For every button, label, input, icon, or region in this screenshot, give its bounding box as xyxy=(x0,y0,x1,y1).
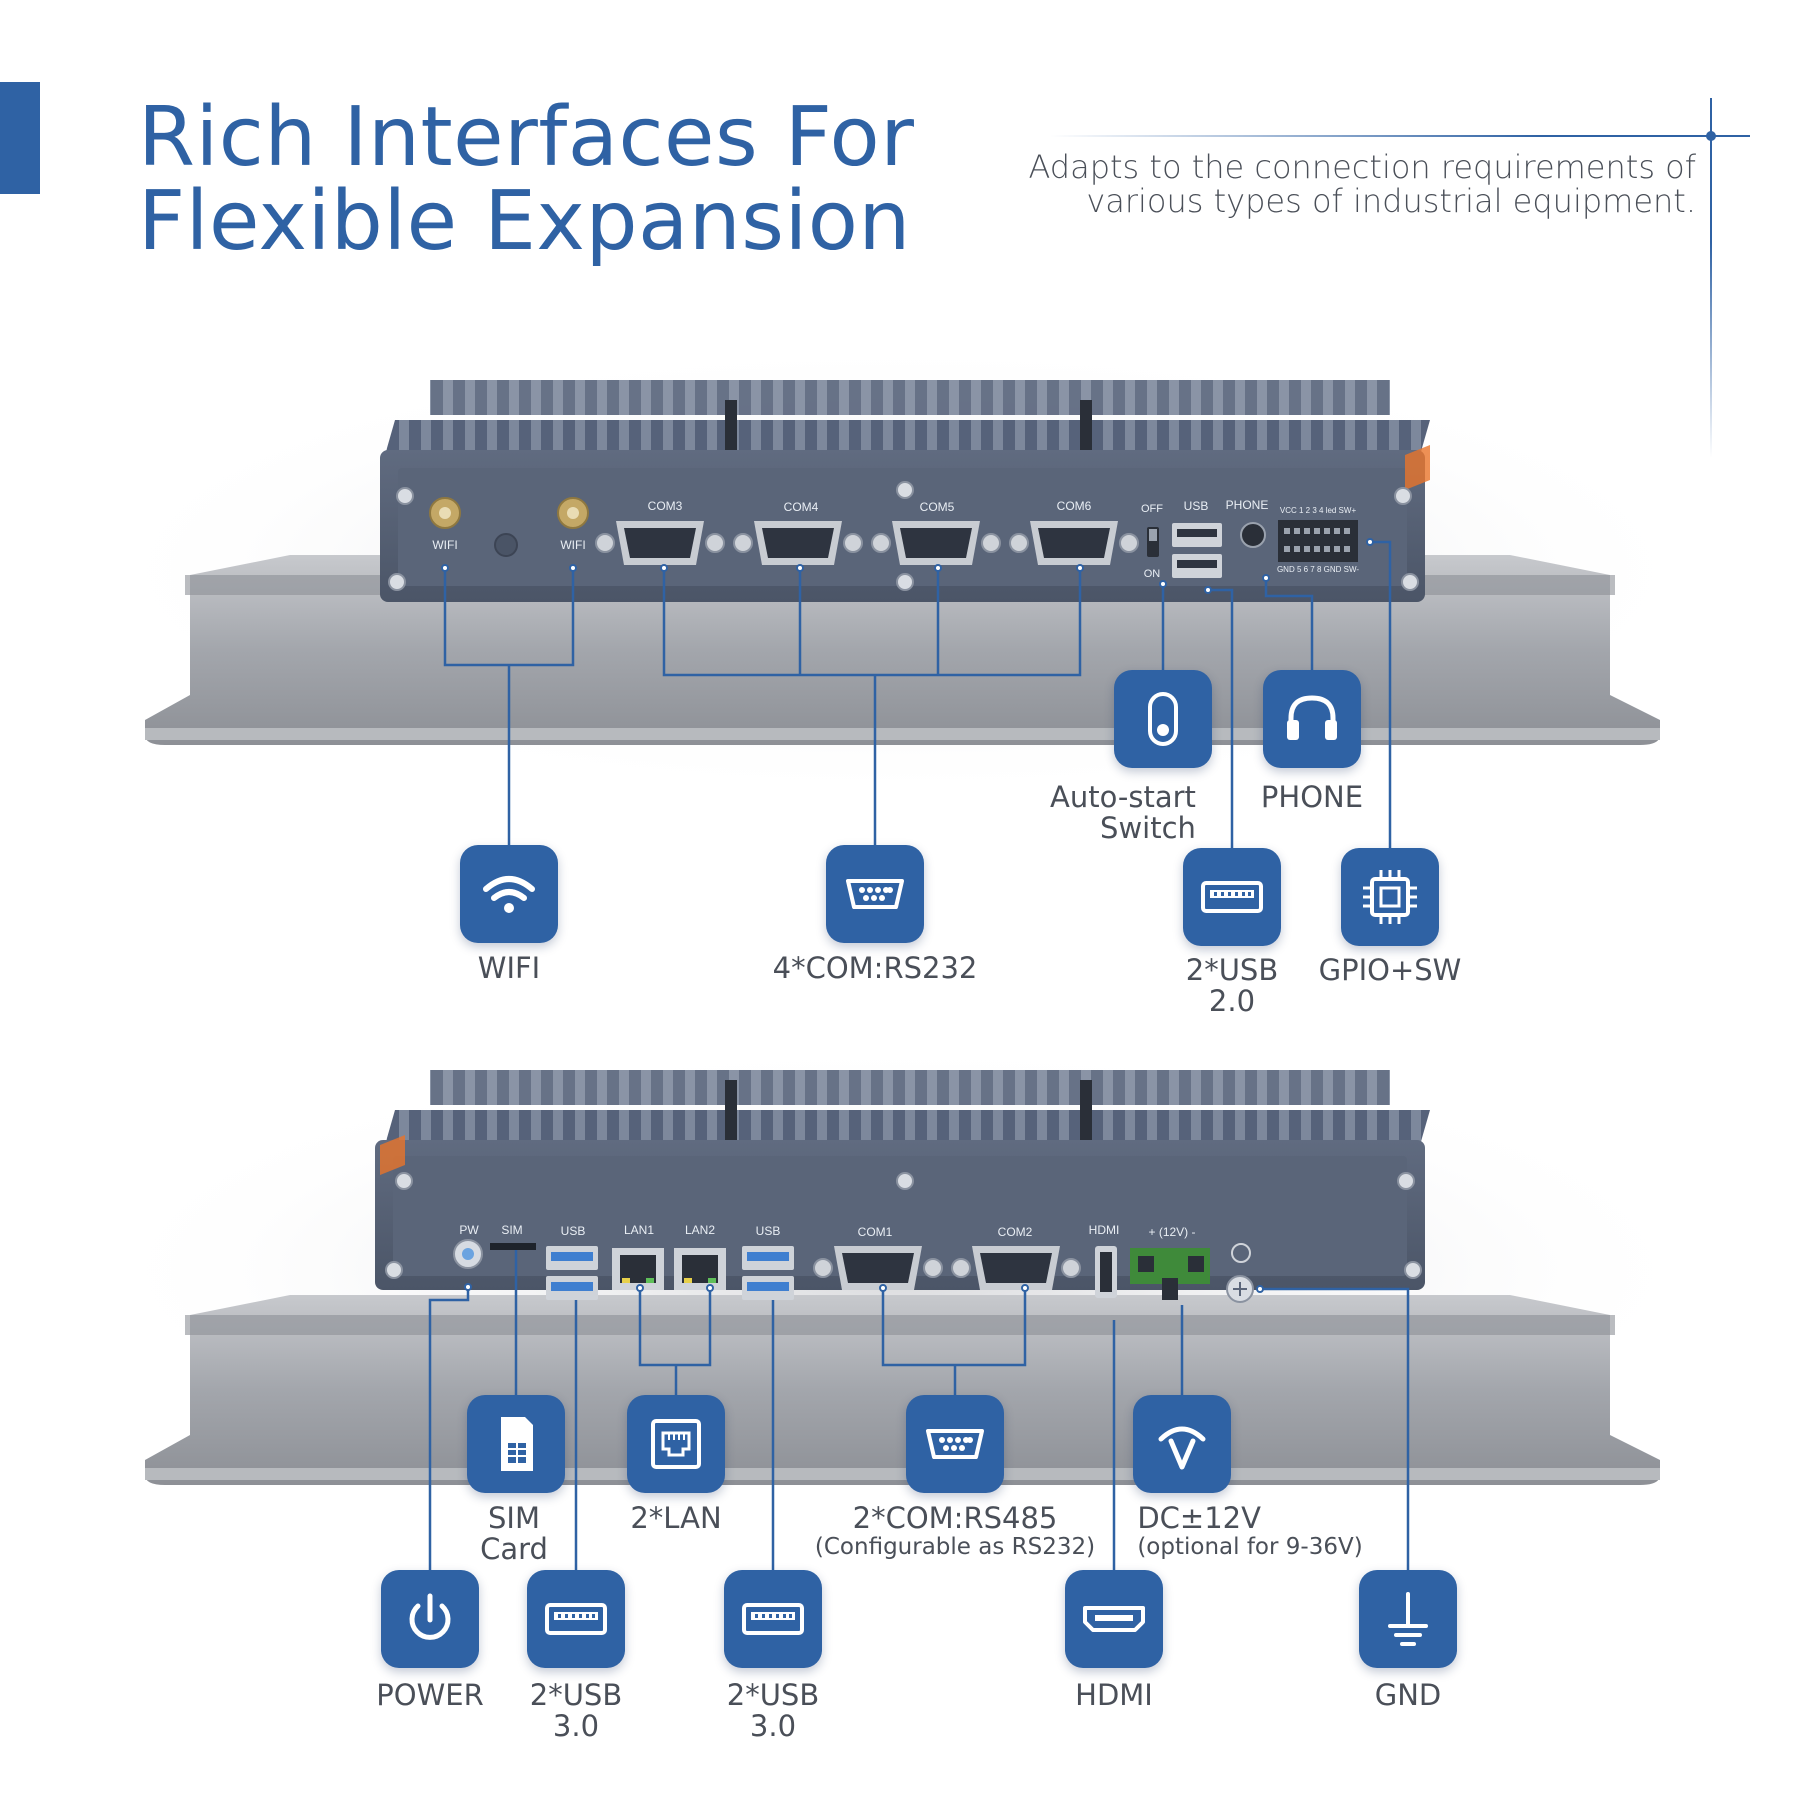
dc-label-line-1: DC±12V xyxy=(1137,1501,1261,1535)
autostart-label-line-1: Auto-start xyxy=(1050,780,1196,814)
sim-label-line-1: SIM xyxy=(488,1501,540,1535)
usb3b-label-line-1: 2*USB xyxy=(726,1678,820,1712)
phone-callout-label: PHONE xyxy=(1260,780,1364,814)
off-label: OFF xyxy=(1141,503,1163,515)
phone-port-label: PHONE xyxy=(1226,498,1269,512)
bottom-device-illustration: PW SIM USB LAN1 LAN2 USB COM1 xyxy=(80,1050,1720,1500)
ethernet-port-icon xyxy=(651,1419,701,1469)
hdmi-callout-label: HDMI xyxy=(1075,1678,1153,1712)
usb3a-tile xyxy=(527,1570,625,1668)
lan-callout-label: 2*LAN xyxy=(630,1501,722,1535)
dc-power-icon xyxy=(1158,1426,1206,1470)
accent-bar xyxy=(0,82,40,194)
usb-top-port-label: USB xyxy=(1184,499,1209,513)
com2-port-label: COM2 xyxy=(998,1225,1033,1239)
page-subtitle: Adapts to the connection requirements of… xyxy=(1028,150,1696,218)
wifi-icon xyxy=(483,876,535,913)
serial-port-icon xyxy=(846,879,904,909)
com-rs485-label-line-1: 2*COM:RS485 xyxy=(852,1501,1058,1535)
com-rs485-callout-label: 2*COM:RS485 (Configurable as RS232) xyxy=(815,1503,1095,1561)
com1-port-label: COM1 xyxy=(858,1225,893,1239)
power-tile xyxy=(381,1570,479,1668)
sim-port-label: SIM xyxy=(501,1223,522,1237)
usb-port-icon xyxy=(1201,881,1263,913)
usb-port-icon xyxy=(742,1603,804,1635)
com4-port-label: COM4 xyxy=(784,500,819,514)
toggle-switch-icon xyxy=(1148,692,1178,746)
usb3a-label-line-1: 2*USB xyxy=(529,1678,623,1712)
usb2-tile xyxy=(1183,848,1281,946)
hdmi-port-label: HDMI xyxy=(1089,1223,1120,1237)
wifi2-port-label: WIFI xyxy=(560,538,585,552)
gpio-bottom-pin-label: GND 5 6 7 8 GND SW- xyxy=(1277,565,1359,574)
hdmi-tile xyxy=(1065,1570,1163,1668)
com-rs232-callout-label: 4*COM:RS232 xyxy=(772,951,978,985)
bottom-device-panel: PW SIM USB LAN1 LAN2 USB COM1 xyxy=(0,1050,1800,1510)
com-rs485-label-line-2: (Configurable as RS232) xyxy=(814,1534,1096,1560)
gnd-callout-label: GND xyxy=(1374,1678,1442,1712)
usb-b-port-label: USB xyxy=(756,1224,781,1238)
gnd-tile xyxy=(1359,1570,1457,1668)
usb-a-port-label: USB xyxy=(561,1224,586,1238)
chip-icon xyxy=(1363,870,1417,924)
serial-port-icon xyxy=(926,1429,984,1459)
gpio-tile xyxy=(1341,848,1439,946)
decorative-vertical-line xyxy=(1710,98,1712,458)
subtitle-line-1: Adapts to the connection requirements of xyxy=(1028,148,1696,186)
dc-label-line-2: (optional for 9-36V) xyxy=(1137,1534,1363,1560)
com-rs232-tile xyxy=(826,845,924,943)
com6-port-label: COM6 xyxy=(1057,499,1092,513)
hdmi-port-icon xyxy=(1083,1606,1145,1632)
com-rs485-tile xyxy=(906,1395,1004,1493)
gpio-top-pin-label: VCC 1 2 3 4 led SW+ xyxy=(1280,506,1357,515)
wifi1-port-label: WIFI xyxy=(432,538,457,552)
page-title: Rich Interfaces For Flexible Expansion xyxy=(138,96,914,264)
autostart-tile xyxy=(1114,670,1212,768)
on-label: ON xyxy=(1144,568,1161,580)
usb3b-tile xyxy=(724,1570,822,1668)
usb3b-label-line-2: 3.0 xyxy=(749,1709,797,1743)
subtitle-line-2: various types of industrial equipment. xyxy=(1086,182,1696,220)
autostart-callout-label: Auto-start Switch xyxy=(1040,782,1196,844)
decorative-crosshair-dot xyxy=(1706,131,1716,141)
wifi-tile xyxy=(460,845,558,943)
lan1-port-label: LAN1 xyxy=(624,1223,654,1237)
sim-callout-label: SIM Card xyxy=(480,1503,548,1565)
sim-tile xyxy=(467,1395,565,1493)
usb2-callout-label: 2*USB 2.0 xyxy=(1186,955,1278,1017)
gpio-callout-label: GPIO+SW xyxy=(1318,953,1462,987)
title-line-1: Rich Interfaces For xyxy=(138,90,915,185)
usb-port-icon xyxy=(545,1603,607,1635)
autostart-label-line-2: Switch xyxy=(1100,811,1196,845)
top-device-panel: WIFI WIFI xyxy=(0,330,1800,790)
sim-card-icon xyxy=(501,1417,533,1471)
phone-tile xyxy=(1263,670,1361,768)
sim-label-line-2: Card xyxy=(480,1532,548,1566)
usb3b-callout-label: 2*USB 3.0 xyxy=(727,1680,819,1742)
com3-port-label: COM3 xyxy=(648,499,683,513)
title-line-2: Flexible Expansion xyxy=(138,174,911,269)
ground-icon xyxy=(1388,1592,1428,1646)
com5-port-label: COM5 xyxy=(920,500,955,514)
dc-callout-label: DC±12V (optional for 9-36V) xyxy=(1137,1503,1362,1561)
lan-tile xyxy=(627,1395,725,1493)
usb3a-callout-label: 2*USB 3.0 xyxy=(530,1680,622,1742)
usb3a-label-line-2: 3.0 xyxy=(552,1709,600,1743)
lan2-port-label: LAN2 xyxy=(685,1223,715,1237)
headphones-icon xyxy=(1287,695,1337,740)
decorative-horizontal-line xyxy=(1050,135,1750,137)
usb2-label-line-2: 2.0 xyxy=(1208,984,1256,1018)
power-icon xyxy=(409,1593,451,1640)
pw-port-label: PW xyxy=(459,1223,479,1237)
dc-tile xyxy=(1133,1395,1231,1493)
top-device-illustration: WIFI WIFI xyxy=(80,340,1720,790)
dc-port-label: + (12V) - xyxy=(1148,1225,1195,1239)
wifi-callout-label: WIFI xyxy=(477,951,541,985)
power-callout-label: POWER xyxy=(376,1678,484,1712)
usb2-label-line-1: 2*USB xyxy=(1185,953,1279,987)
